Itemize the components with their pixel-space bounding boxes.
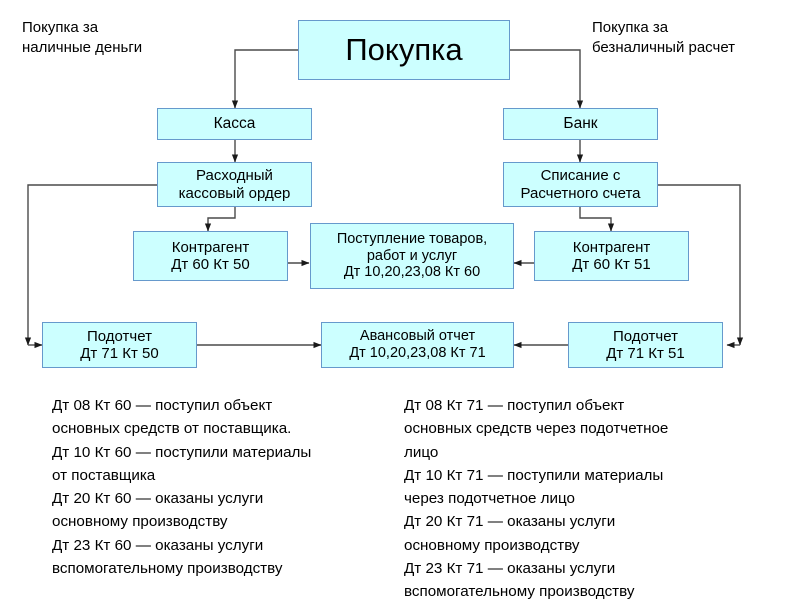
legend-line: от поставщика: [52, 466, 156, 484]
legend-line: вспомогательному производству: [52, 559, 283, 577]
node-kassa[interactable]: Касса: [157, 108, 312, 140]
flowchart-diagram: Покупка за наличные деньги Покупка за бе…: [22, 19, 744, 600]
legend-line: Дт 08 Кт 60 — поступил объект: [52, 397, 273, 414]
legend-line: Дт 20 Кт 60 — оказаны услуги: [52, 490, 264, 507]
node-podotchet-right[interactable]: Подотчет Дт 71 Кт 51: [568, 322, 723, 368]
legend-left-column: Дт 08 Кт 60 — поступил объект основных с…: [52, 394, 402, 580]
legend-line: основному производству: [404, 536, 580, 554]
legend-line: Дт 23 Кт 60 — оказаны услуги: [52, 536, 264, 554]
legend-line: вспомогательному производству: [404, 583, 635, 600]
node-kontragent-left[interactable]: Контрагент Дт 60 Кт 50: [133, 231, 288, 281]
legend-line: через подотчетное лицо: [404, 490, 575, 507]
node-postuplenie[interactable]: Поступление товаров, работ и услуг Дт 10…: [310, 223, 514, 289]
connector-spisanie-to-kontragent-right: [579, 207, 615, 232]
legend-line: Дт 10 Кт 60 — поступили материалы: [52, 443, 312, 461]
legend-line: основных средств через подотчетное: [404, 420, 669, 438]
connector-title-to-bank: [510, 49, 584, 109]
node-bank[interactable]: Банк: [503, 108, 658, 140]
legend-right-column: Дт 08 Кт 71 — поступил объект основных с…: [404, 394, 774, 603]
node-rko[interactable]: Расходный кассовый ордер: [157, 162, 312, 207]
connector-rko-to-kontragent-left: [204, 207, 236, 232]
legend-line: Дт 23 Кт 71 — оказаны услуги: [404, 559, 616, 577]
caption-cash: Покупка за наличные деньги: [22, 19, 143, 56]
legend-line: основному производству: [52, 513, 228, 531]
node-podotchet-left[interactable]: Подотчет Дт 71 Кт 50: [42, 322, 197, 368]
connector-title-to-kassa: [231, 49, 298, 109]
node-kontragent-right[interactable]: Контрагент Дт 60 Кт 51: [534, 231, 689, 281]
legend-line: лицо: [404, 443, 439, 461]
caption-cashless: Покупка за безналичный расчет: [592, 19, 736, 56]
legend-line: Дт 20 Кт 71 — оказаны услуги: [404, 513, 616, 531]
node-avansovyy[interactable]: Авансовый отчет Дт 10,20,23,08 Кт 71: [321, 322, 514, 368]
legend-line: основных средств от поставщика.: [52, 420, 292, 438]
legend-line: Дт 10 Кт 71 — поступили материалы: [404, 466, 664, 484]
legend-line: Дт 08 Кт 71 — поступил объект: [404, 397, 625, 414]
node-spisanie[interactable]: Списание с Расчетного счета: [503, 162, 658, 207]
node-pokupka[interactable]: Покупка: [298, 20, 510, 80]
